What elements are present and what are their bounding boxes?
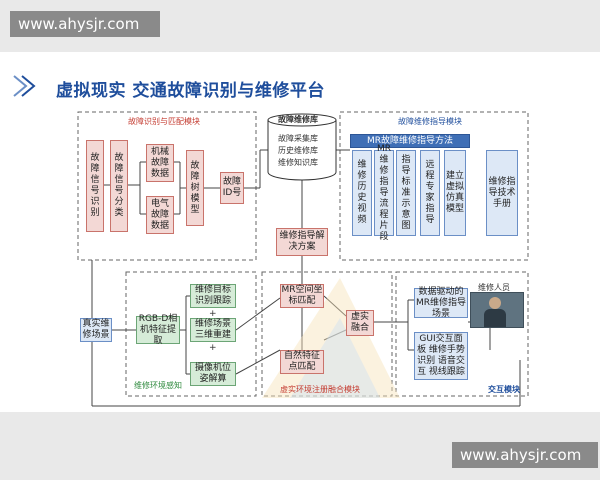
guide-method-history-video: 维修历史视频 [352,150,372,236]
guide-method-mr-flow: MR维修指导流程片段 [374,144,394,242]
guide-method-remote-expert: 远程专家指导 [420,150,440,236]
mr-spatial-coordinate-matching: MR空间坐标匹配 [280,284,324,308]
repair-solution: 维修指导解决方案 [276,228,328,256]
gui-interaction-panel: GUI交互面板 维修手势识别 语音交互 视线跟踪 [414,332,468,380]
fault-signal-classification: 故障信号分类 [110,140,128,232]
real-repair-scene: 真实维修场景 [80,318,112,342]
fault-signal-identification: 故障信号识别 [86,140,104,232]
plus-sign-1: + [209,309,217,319]
guide-module-label: 故障维修指导模块 [398,117,462,126]
fusion-module-label: 虚实环境注册融合模块 [280,385,360,394]
camera-pose-solving: 摄像机位姿解算 [190,362,236,386]
plus-sign-2: + [209,343,217,353]
repair-person-label: 维修人员 [478,283,510,292]
guide-method-standard-diagram: 指导标准示意图 [396,150,416,236]
database-line-1: 故障采集库 [278,134,318,143]
repair-person-photo [470,292,524,328]
target-recognition-tracking: 维修目标识别跟踪 [190,284,236,308]
fault-database-icon [267,113,337,181]
repair-technical-manual: 维修指导技术手册 [486,150,518,236]
mechanical-fault-data: 机械故障数据 [146,144,174,182]
data-driven-mr-scene: 数据驱动的MR维修指导场景 [414,286,468,319]
database-line-2: 历史维修库 [278,146,318,155]
fault-id-number: 故障ID号 [220,172,244,204]
database-line-3: 维修知识库 [278,158,318,167]
watermark-bottom: www.ahysjr.com [452,442,598,468]
arrow-logo-icon [13,75,36,97]
database-title: 故障维修库 [278,115,318,124]
page-title: 虚拟现实 交通故障识别与维修平台 [56,81,325,101]
virtual-real-fusion: 虚实融合 [346,310,374,336]
guide-method-virtual-model: 建立虚拟仿真模型 [444,150,466,236]
fault-module-label: 故障识别与匹配模块 [128,117,200,126]
electrical-fault-data: 电气故障数据 [146,196,174,234]
scene-3d-reconstruction: 维修场景三维重建 [190,318,236,342]
natural-feature-matching: 自然特征点匹配 [280,350,324,374]
env-module-label: 维修环境感知 [134,381,182,390]
fault-tree-model: 故障树模型 [186,150,204,226]
interaction-module-label: 交互模块 [488,385,520,394]
rgbd-feature-extraction: RGB-D相机特征提取 [136,314,180,346]
mr-guide-method-header: MR故障维修指导方法 [350,134,470,148]
watermark-top: www.ahysjr.com [10,11,160,37]
